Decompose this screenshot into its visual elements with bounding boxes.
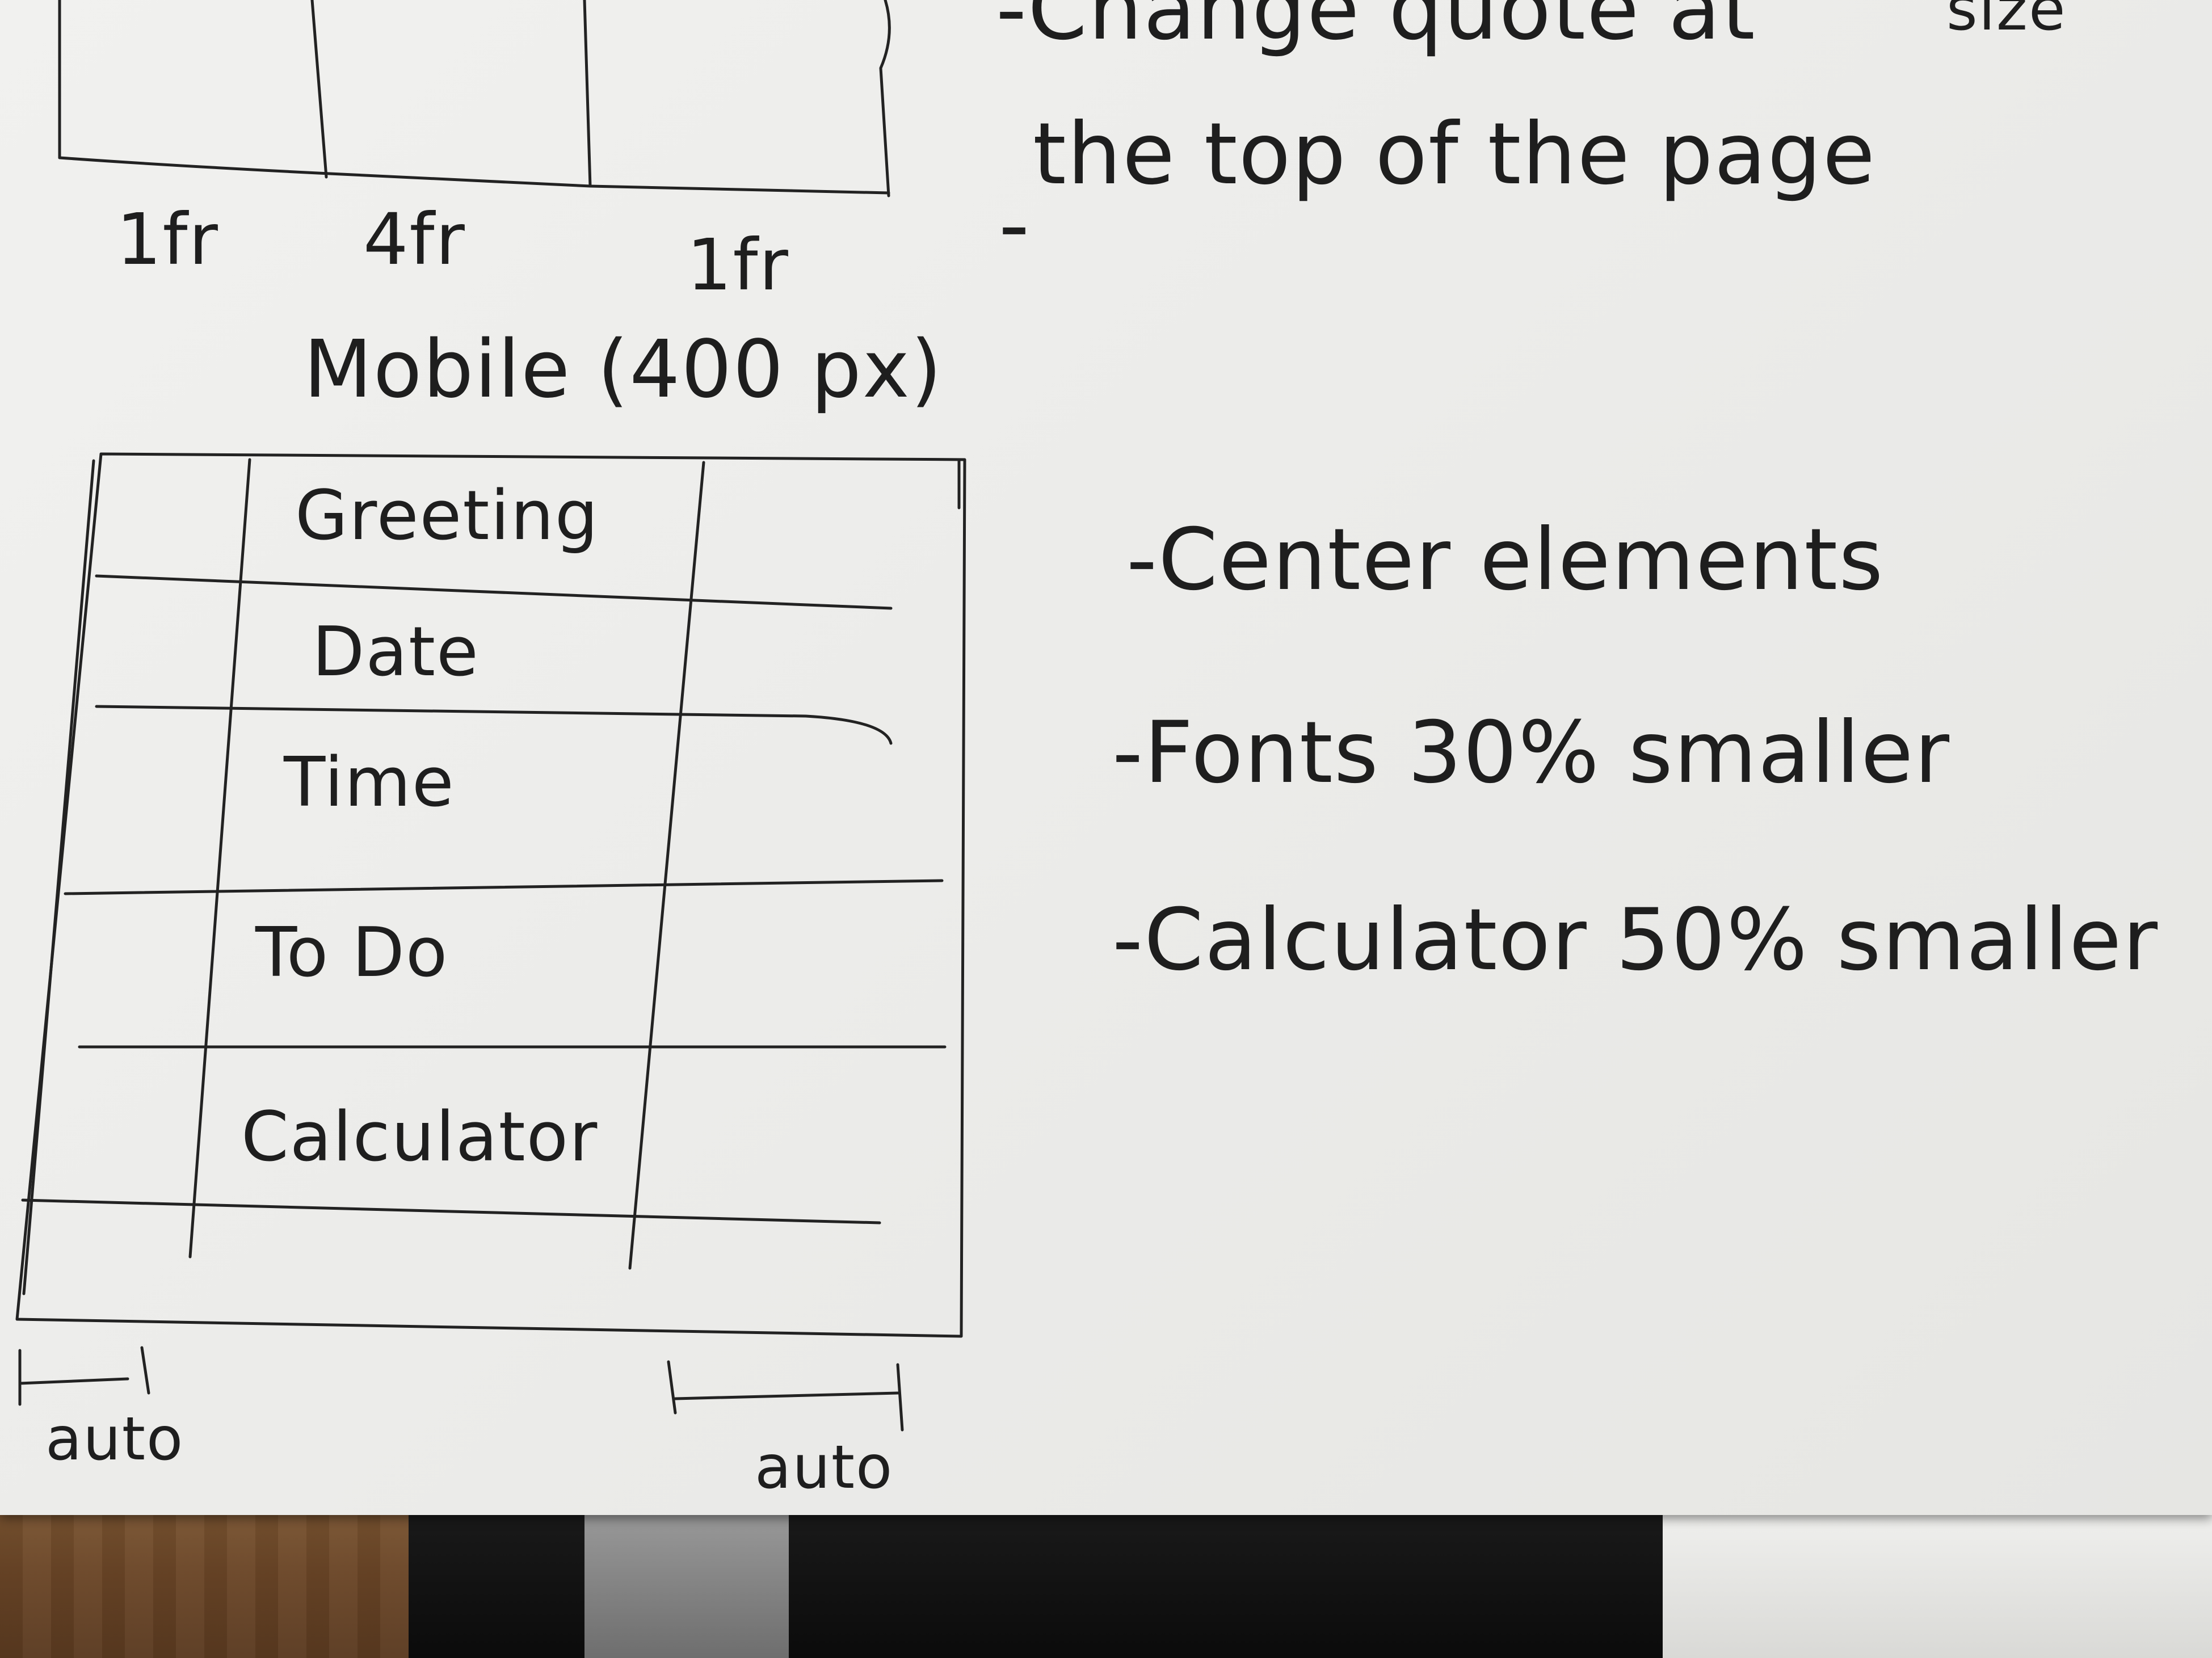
mobile-grid-line	[188, 458, 251, 1259]
mobile-grid-line	[22, 459, 95, 1295]
grey-patch	[584, 1509, 789, 1658]
note-top-of-page: the top of the page	[1033, 105, 1877, 204]
desktop-grid-line	[583, 0, 592, 188]
note-change-quote: -Change quote at	[996, 0, 1756, 59]
desktop-grid-line	[879, 0, 891, 197]
mobile-grid-line	[21, 1198, 881, 1224]
desktop-column-label: 1fr	[116, 199, 219, 281]
desktop-column-label: 4fr	[363, 199, 466, 281]
note-dash: -	[999, 176, 1031, 275]
auto-label-left: auto	[45, 1404, 184, 1474]
grid-cell-date: Date	[312, 613, 480, 692]
paper-sheet: -Change quote at the top of the page - s…	[0, 0, 2212, 1515]
mobile-grid-line	[95, 574, 893, 610]
mobile-grid-line	[95, 705, 893, 745]
desktop-grid-line	[310, 0, 328, 179]
note-center-elements: -Center elements	[1126, 511, 1885, 609]
note-calculator-smaller: -Calculator 50% smaller	[1112, 891, 2159, 990]
auto-label-right: auto	[755, 1433, 894, 1502]
desktop-grid-line	[58, 156, 890, 195]
mobile-grid-line	[64, 879, 944, 895]
grid-cell-calculator: Calculator	[241, 1098, 599, 1177]
white-surface-edge	[1663, 1498, 2212, 1658]
auto-bracket-left	[18, 1346, 150, 1406]
note-fonts-smaller: -Fonts 30% smaller	[1112, 704, 1951, 802]
note-size: size	[1946, 0, 2067, 44]
sketch-lines	[15, 0, 966, 1432]
desktop-column-label: 1fr	[687, 224, 789, 306]
grid-cell-time: Time	[284, 743, 455, 822]
grid-cell-greeting: Greeting	[295, 477, 599, 556]
mobile-grid-line	[628, 461, 705, 1270]
grid-cell-todo: To Do	[255, 914, 449, 992]
auto-bracket-right	[667, 1360, 904, 1432]
mobile-title: Mobile (400 px)	[304, 323, 943, 416]
